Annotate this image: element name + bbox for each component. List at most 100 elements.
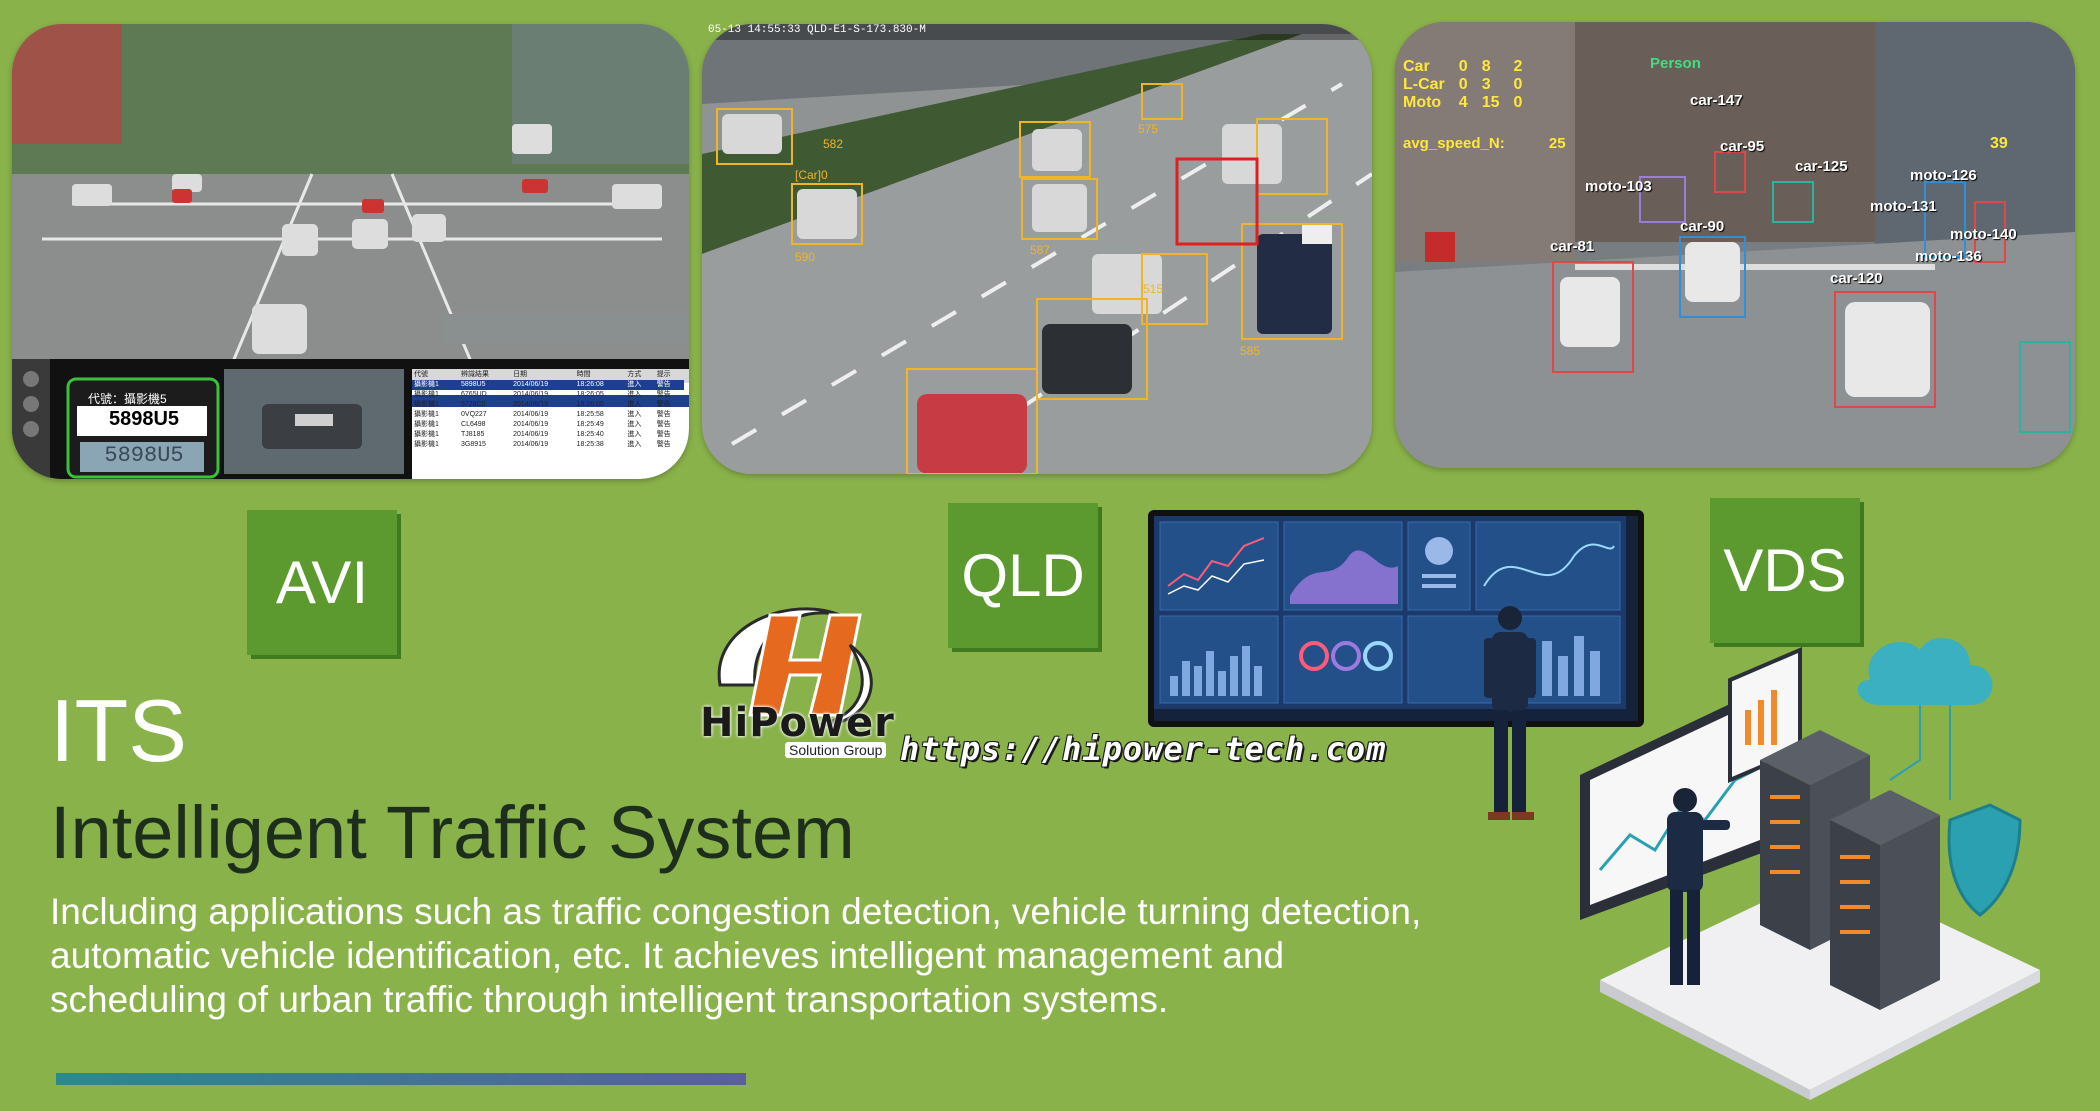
- qld-vehicle-id: 575: [1138, 122, 1159, 136]
- description-line: scheduling of urban traffic through inte…: [50, 979, 1169, 1020]
- avi-label: AVI: [247, 510, 397, 655]
- vds-detection-tag: car-125: [1795, 158, 1848, 175]
- table-cell: 警告: [656, 401, 671, 408]
- table-cell: 5898U5: [461, 381, 486, 388]
- vds-stats-cell: 15: [1481, 94, 1500, 111]
- table-cell: 警告: [656, 391, 671, 398]
- table-cell: 攝影機1: [414, 391, 439, 398]
- table-row[interactable]: 攝影機1 3G8915 2014/06/19 18:25:38 進入 警告: [412, 440, 684, 450]
- table-cell: 進入: [627, 431, 642, 438]
- dashboard-monitor-illustration: [1148, 510, 1644, 727]
- table-header-cell: 方式: [627, 371, 642, 378]
- table-cell: 18:26:00: [576, 401, 604, 408]
- vds-detection-tag: car-81: [1550, 238, 1595, 255]
- table-row[interactable]: 攝影機1 CL6498 2014/06/19 18:25:49 進入 警告: [412, 420, 684, 430]
- table-header-cell: 日期: [513, 371, 528, 378]
- table-cell: 18:26:05: [576, 391, 604, 398]
- qld-vehicle-id: 515: [1143, 282, 1164, 296]
- table-cell: 攝影機1: [414, 381, 439, 388]
- table-cell: 0VQ227: [461, 411, 487, 418]
- website-url[interactable]: https://hipower-tech.com: [900, 730, 1387, 768]
- qld-vehicle-id: 590: [795, 250, 816, 264]
- vds-stats-cell: 2: [1513, 58, 1523, 75]
- vds-avg-speed-right: 39: [1990, 135, 2008, 152]
- vds-stats-cell: 4: [1458, 94, 1468, 111]
- table-cell: CL6498: [461, 421, 486, 428]
- table-cell: 進入: [627, 441, 642, 448]
- description-line: Including applications such as traffic c…: [50, 891, 1422, 932]
- description-paragraph: Including applications such as traffic c…: [50, 890, 1610, 1022]
- qld-vehicle-id: 587: [1030, 243, 1051, 257]
- table-cell: 攝影機1: [414, 421, 439, 428]
- table-header-row: 代號辨識結果日期時間方式提示: [412, 370, 684, 380]
- avi-plate-number: 5898U5: [108, 408, 180, 430]
- vds-stats-cell: L-Car: [1403, 76, 1445, 93]
- table-cell: 攝影機1: [414, 431, 439, 438]
- vds-detection-tag: car-90: [1680, 218, 1725, 235]
- table-cell: 進入: [627, 401, 642, 408]
- table-header-cell: 時間: [576, 371, 591, 378]
- table-cell: 3G8915: [461, 441, 486, 448]
- vds-stats-cell: 8: [1481, 58, 1491, 75]
- table-cell: 警告: [656, 381, 671, 388]
- table-cell: 2014/06/19: [513, 381, 549, 388]
- table-cell: 攝影機1: [414, 401, 439, 408]
- table-cell: 警告: [656, 421, 671, 428]
- vds-avg-speed: avg_speed_N: 25: [1403, 135, 1566, 152]
- table-cell: 5728C0: [461, 401, 486, 408]
- vds-label: VDS: [1710, 498, 1860, 643]
- avi-plate-display: 5898U5: [104, 443, 184, 468]
- table-row[interactable]: 攝影機1 5898U5 2014/06/19 18:26:08 進入 警告: [412, 380, 684, 390]
- vds-detection-tag: moto-126: [1910, 167, 1977, 184]
- table-header-cell: 提示: [656, 371, 671, 378]
- vds-avg-speed-value: 25: [1548, 135, 1566, 152]
- qld-label: QLD: [948, 503, 1098, 648]
- table-cell: 2014/06/19: [513, 411, 549, 418]
- table-cell: 進入: [627, 411, 642, 418]
- vds-photo-panel: [1395, 22, 2075, 468]
- vds-detection-tag: moto-136: [1915, 248, 1982, 265]
- qld-vehicle-id: 585: [1240, 344, 1261, 358]
- table-cell: 6765UD: [461, 391, 487, 398]
- table-cell: 進入: [627, 381, 642, 388]
- brand-name: HiPower: [700, 700, 895, 746]
- table-cell: 18:26:08: [576, 381, 604, 388]
- vds-stats-cell: 0: [1458, 76, 1468, 93]
- table-cell: 2014/06/19: [513, 431, 549, 438]
- brand-tagline: Solution Group: [785, 742, 887, 758]
- avi-photo-panel: [12, 24, 689, 479]
- standing-person-illustration: [1484, 606, 1536, 820]
- page-subtitle: Intelligent Traffic System: [50, 791, 855, 874]
- vds-detection-tag: moto-103: [1585, 178, 1652, 195]
- table-row[interactable]: 攝影機1 5728C0 2014/06/19 18:26:00 進入 警告: [412, 400, 684, 410]
- table-cell: 2014/06/19: [513, 441, 549, 448]
- table-cell: 18:25:49: [576, 421, 604, 428]
- hipower-logo-icon: [717, 607, 873, 727]
- table-cell: 進入: [627, 421, 642, 428]
- vds-stats-cell: 3: [1481, 76, 1491, 93]
- vds-detection-tag: moto-140: [1950, 226, 2017, 243]
- table-cell: 進入: [627, 391, 642, 398]
- vds-person-label: Person: [1650, 55, 1701, 72]
- table-cell: 2014/06/19: [513, 401, 549, 408]
- qld-overlay-header: 05-13 14:55:33 QLD-E1-S-173.830-M: [708, 24, 926, 36]
- page-title: ITS: [50, 681, 187, 780]
- server-room-illustration: [1580, 638, 2040, 1100]
- vds-detection-tag: moto-131: [1870, 198, 1937, 215]
- vds-avg-speed-label: avg_speed_N:: [1403, 135, 1505, 152]
- qld-vehicle-id: 582: [823, 137, 844, 151]
- table-cell: 警告: [656, 411, 671, 418]
- table-cell: 2014/06/19: [513, 421, 549, 428]
- table-cell: 18:25:58: [576, 411, 604, 418]
- table-cell: 攝影機1: [414, 441, 439, 448]
- table-cell: 18:25:38: [576, 441, 604, 448]
- avi-plate-caption: 代號：攝影機5: [88, 392, 167, 406]
- table-cell: 18:25:40: [576, 431, 604, 438]
- table-cell: 警告: [656, 441, 671, 448]
